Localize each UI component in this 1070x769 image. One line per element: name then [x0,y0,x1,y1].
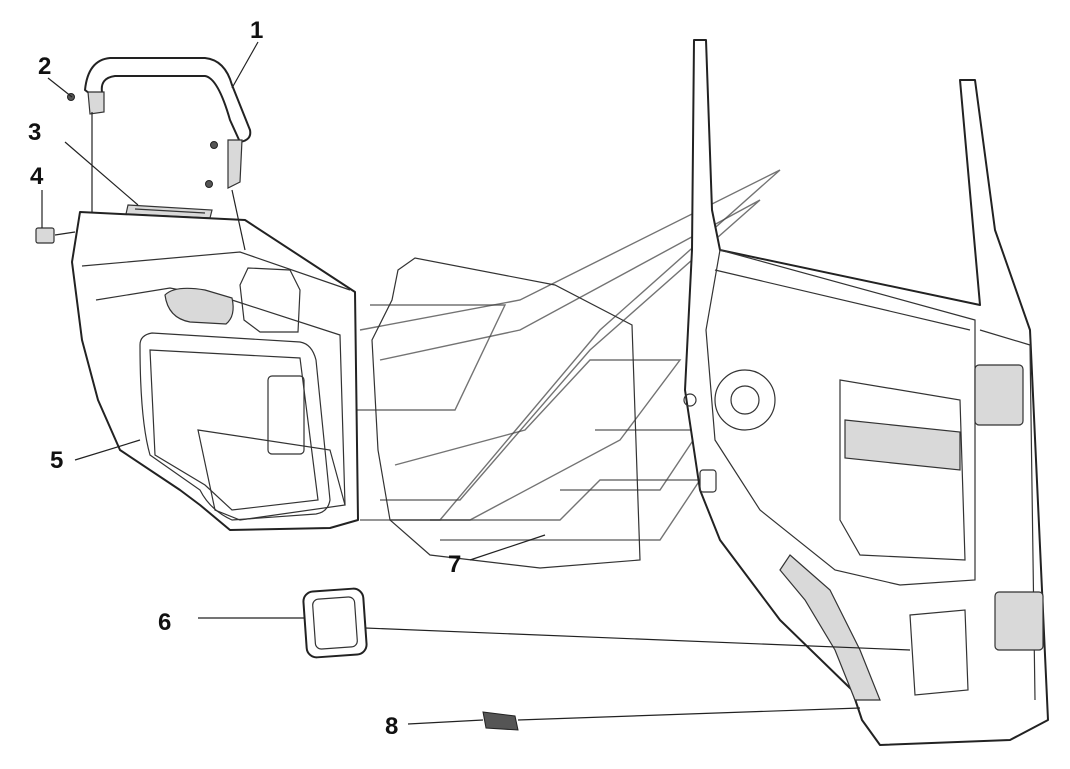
part-4-clip [35,227,55,244]
callout-1: 1 [250,17,263,44]
part-8-trim-piece [482,711,519,731]
callout-5: 5 [50,447,63,474]
callout-4: 4 [30,163,44,190]
part-5-door-trim-panel [71,211,359,531]
door-inner-structure [683,39,1049,746]
leader-lines [41,41,911,725]
watermark-logo [355,169,781,541]
part-6-cover-plate [302,587,368,659]
part-2-screws [67,93,218,188]
callout-8: 8 [385,713,398,740]
callout-3: 3 [28,119,41,146]
part-7-vapor-barrier [371,257,641,569]
callout-6: 6 [158,609,171,636]
callout-labels: 1 2 3 4 5 6 7 8 [28,17,461,740]
part-1-grab-handle [84,57,252,189]
callout-2: 2 [38,53,51,80]
callout-7: 7 [448,551,461,578]
